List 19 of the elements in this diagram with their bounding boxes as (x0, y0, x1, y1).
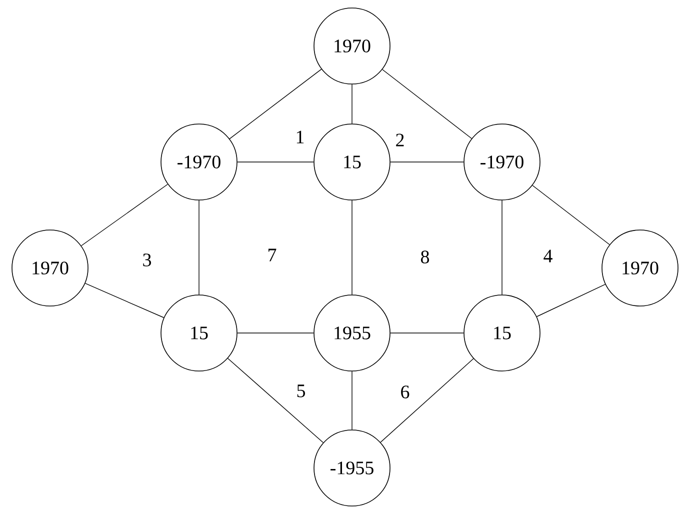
connector-line (227, 358, 324, 443)
connector-line (229, 68, 322, 140)
region-number: 5 (297, 384, 305, 398)
connector-line (532, 185, 610, 245)
connector-line (536, 284, 606, 317)
region-number: 1 (296, 130, 304, 144)
connector-line (198, 200, 200, 295)
region-number: 8 (420, 250, 430, 264)
connector-line (237, 332, 314, 334)
connector-line (84, 282, 164, 318)
region-number: 6 (401, 386, 410, 398)
region-number: 2 (396, 134, 404, 146)
connector-line (80, 184, 168, 246)
region-number: 7 (268, 248, 276, 262)
connector-line (390, 332, 464, 334)
region-number: 3 (143, 254, 151, 266)
connector-line (380, 358, 474, 443)
region-number: 4 (544, 250, 552, 262)
connector-line (382, 69, 472, 139)
